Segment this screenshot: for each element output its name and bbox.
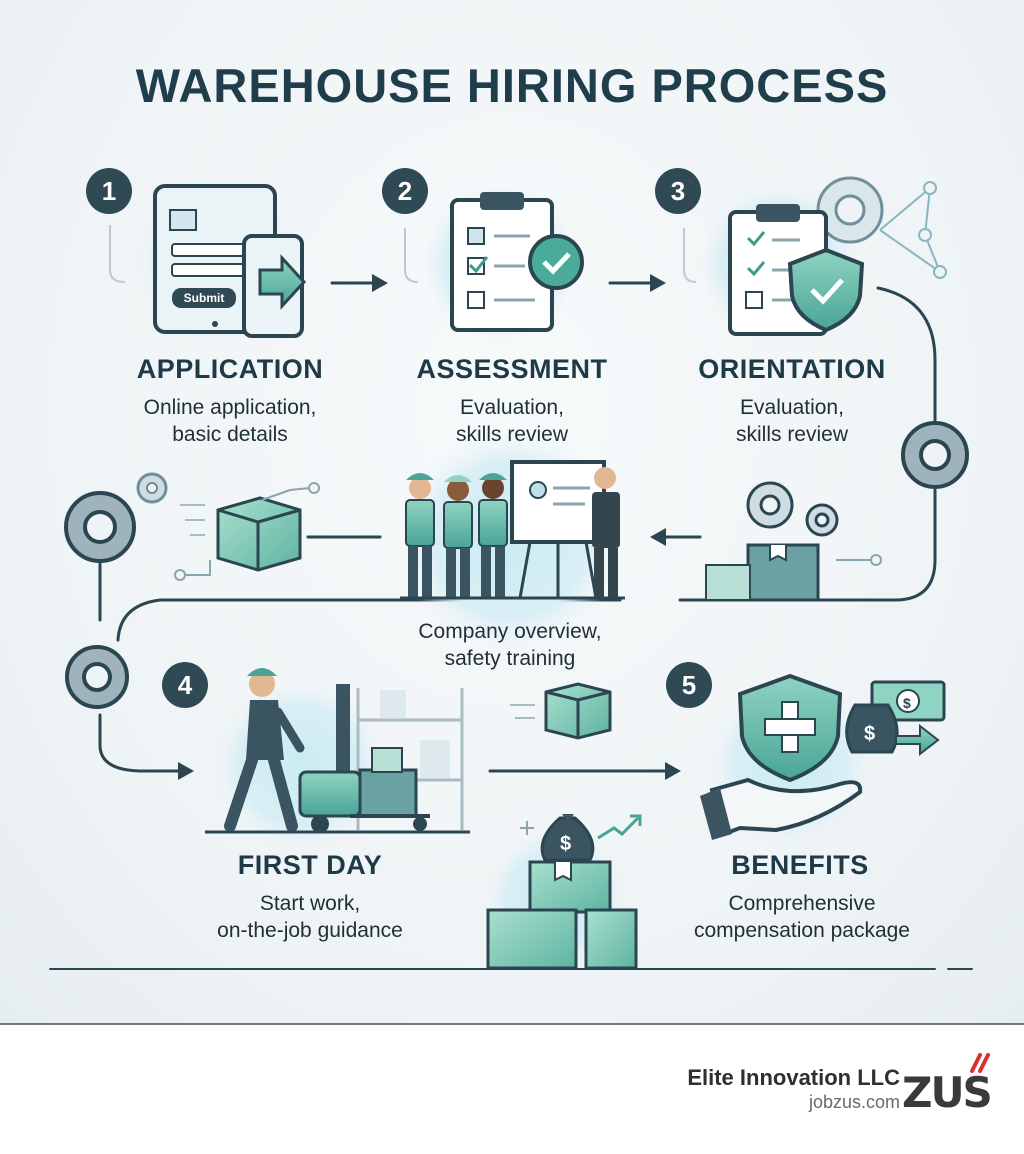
company-website[interactable]: jobzus.com xyxy=(808,1092,900,1112)
arrowhead-3 xyxy=(650,528,666,546)
step-4-description: Start work, on-the-job guidance xyxy=(180,890,440,944)
step-1-description: Online application, basic details xyxy=(100,394,360,448)
worker-figure xyxy=(405,473,435,598)
presenter-figure xyxy=(592,467,620,598)
step-2-title: ASSESSMENT xyxy=(416,354,608,384)
worker-figure xyxy=(478,473,508,598)
submit-button[interactable]: Submit xyxy=(183,291,225,305)
illustration-layer: $ $ $ xyxy=(49,176,973,970)
footer: Elite Innovation LLC jobzus.com ZUS xyxy=(0,1025,1024,1154)
step-5-title: BENEFITS xyxy=(731,850,869,880)
shelves-icon xyxy=(356,688,464,830)
arrowhead-5 xyxy=(665,762,681,780)
step-5-badge: 5 xyxy=(666,662,712,708)
step-3-title: ORIENTATION xyxy=(698,354,886,384)
money-bag-icon: $ xyxy=(486,814,638,970)
health-shield-icon xyxy=(737,673,843,783)
gear-icon-left xyxy=(64,491,136,563)
step-4-badge: 4 xyxy=(162,662,208,708)
arrowheads xyxy=(178,274,681,780)
shield-check-icon xyxy=(787,247,865,333)
flow-connectors xyxy=(49,281,973,970)
svg-text:$: $ xyxy=(864,723,875,745)
box-icon-left xyxy=(174,482,320,581)
gear-icon-small-right xyxy=(805,503,839,537)
svg-text:$: $ xyxy=(903,695,911,711)
brand-logo-accent-icon xyxy=(970,1053,990,1073)
orientation-detail-line1: Company overview, xyxy=(418,620,602,643)
step-3-desc-line1: Evaluation, xyxy=(740,396,844,419)
divider xyxy=(0,1023,1024,1025)
infographic-canvas: $ $ $ WAREHOUSE HIRING PROCESS 1 2 3 xyxy=(0,0,1024,1025)
orientation-detail-line2: safety training xyxy=(444,647,576,670)
step-2-badge: 2 xyxy=(382,168,428,214)
network-icon xyxy=(879,181,947,279)
step-2-desc-line1: Evaluation, xyxy=(460,396,564,419)
gear-icon-middle-right xyxy=(746,481,794,529)
connector-right-loop xyxy=(678,488,937,602)
company-name: Elite Innovation LLC xyxy=(687,1065,900,1090)
step-4-desc-line1: Start work, xyxy=(259,892,361,915)
orientation-detail: Company overview, safety training xyxy=(370,618,650,672)
phone-arrow-icon xyxy=(242,234,307,338)
svg-text:$: $ xyxy=(560,833,571,855)
connector-3-down xyxy=(876,286,937,422)
page-title: WAREHOUSE HIRING PROCESS xyxy=(135,59,889,112)
step-2-desc-line2: skills review xyxy=(455,423,568,446)
brand-logo: ZUS xyxy=(902,1068,993,1117)
forklift-worker-icon xyxy=(205,668,470,834)
growth-arrow-icon xyxy=(520,814,642,840)
arrowhead-1 xyxy=(372,274,388,292)
gear-icon-lower-left xyxy=(65,645,129,709)
step-1-desc-line1: Online application, xyxy=(143,396,317,419)
hand-icon xyxy=(700,777,863,840)
step-3-description: Evaluation, skills review xyxy=(672,394,912,448)
step-3-desc-line2: skills review xyxy=(735,423,848,446)
connector-left-loop xyxy=(116,598,622,642)
arrowhead-2 xyxy=(650,274,666,292)
gear-icon-right xyxy=(901,421,969,489)
arrowhead-4 xyxy=(178,762,194,780)
box-icon-floating xyxy=(510,682,612,740)
gear-icon-left-small xyxy=(136,472,168,504)
step-4-title: FIRST DAY xyxy=(237,850,383,880)
step-5-desc-line1: Comprehensive xyxy=(728,892,876,915)
gear-icon-step3 xyxy=(816,176,884,244)
step-1-title: APPLICATION xyxy=(136,354,324,384)
check-badge-icon xyxy=(528,234,584,290)
connector-left-down xyxy=(98,713,180,773)
step-1-desc-line2: basic details xyxy=(172,423,288,446)
step-4-desc-line2: on-the-job guidance xyxy=(217,919,403,942)
step-5-description: Comprehensive compensation package xyxy=(660,890,944,944)
step-5-desc-line2: compensation package xyxy=(694,919,910,942)
step-2-description: Evaluation, skills review xyxy=(392,394,632,448)
worker-figure xyxy=(443,475,473,598)
step-3-badge: 3 xyxy=(655,168,701,214)
workers-presentation-icon xyxy=(400,460,625,600)
step-1-badge: 1 xyxy=(86,168,132,214)
box-icon-right-stack xyxy=(705,543,882,602)
cash-icon: $ $ xyxy=(845,680,946,757)
